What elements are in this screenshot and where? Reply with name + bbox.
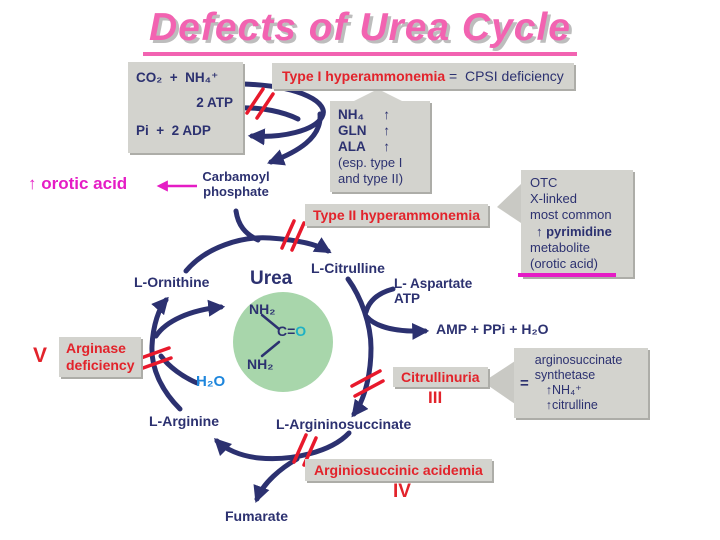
cpsi-deficiency-text: = CPSI deficiency — [445, 68, 564, 84]
type2-hyperammonemia-label: Type II hyperammonemia — [305, 204, 489, 226]
urea-circle — [233, 292, 333, 392]
type1-hyperammonemia-label: Type I hyperammonemia = CPSI deficiency — [272, 63, 574, 89]
carbamoyl-line1: Carbamoyl — [202, 169, 270, 184]
up-arrow-icon: ↑ — [545, 383, 553, 397]
arginase-line1: Arginase — [66, 340, 126, 356]
otc-callout-pointer — [497, 184, 521, 223]
carbamoyl-output-arrow — [267, 111, 323, 166]
atp-input-text: 2 ATP — [196, 95, 233, 110]
co2-nh4-text: CO₂ + NH₄⁺ — [136, 70, 219, 85]
page-title-text: Defects of Urea Cycle — [142, 6, 577, 56]
urea-bond-bottom — [260, 340, 281, 358]
citrulline-to-argininosuccinate-arc — [345, 276, 374, 418]
arginine-to-ornithine-arc — [149, 296, 183, 412]
up-arrow-icon: ↑ — [383, 123, 390, 138]
fumarate-output-arrow — [253, 456, 300, 503]
argininosuccinate-label: L-Argininosuccinate — [276, 416, 412, 432]
ornithine-to-citrulline-arc — [183, 235, 332, 274]
up-arrow-icon: ↑ — [545, 398, 553, 412]
otc-line-2: X-linked — [530, 191, 577, 207]
up-arrow-icon: ↑ — [383, 107, 390, 122]
urea-output-arrow — [153, 299, 226, 339]
synthetase-callout: = arginosuccinate synthetase ↑NH₄⁺ ↑citr… — [514, 348, 648, 418]
aspartate-feed-line — [363, 286, 396, 315]
synthetase-citrulline-text: citrulline — [552, 398, 598, 412]
orotic-acid-note: ↑ orotic acid — [28, 174, 128, 193]
type1-label-text: Type I hyperammonemia — [282, 68, 446, 84]
aspartate-label: L- Aspartate — [394, 276, 473, 291]
page-title: Defects of Urea Cycle — [0, 6, 720, 56]
carbamoyl-phosphate-label: Carbamoyl phosphate — [196, 169, 276, 199]
marker-nh4-text: NH₄ — [338, 107, 364, 122]
ornithine-label: L-Ornithine — [134, 274, 210, 290]
citrullinuria-label: Citrullinuria — [393, 367, 488, 387]
arginine-label: L-Arginine — [149, 413, 219, 429]
otc-line-1: OTC — [530, 175, 558, 190]
argininosuccinate-to-arginine-arc — [213, 430, 352, 462]
inhibition-mark-synthetase — [350, 369, 385, 398]
urea-oxygen-text: O — [295, 323, 307, 339]
water-feed-line — [158, 353, 200, 386]
synthetase-line4: ↑citrulline — [535, 398, 623, 413]
up-arrow-icon: ↑ — [383, 139, 390, 154]
fumarate-label: Fumarate — [225, 508, 289, 524]
synthetase-line2: synthetase — [534, 368, 596, 382]
urea-nh2-top: NH₂ — [249, 301, 276, 317]
marker-row-ala: ALA ↑ — [338, 139, 390, 155]
otc-line-3: most common — [530, 207, 612, 223]
roman-numeral-v: V — [33, 344, 48, 367]
roman-numeral-iii: III — [428, 388, 443, 407]
amp-output-arrow — [364, 314, 430, 340]
markers-callout-pointer — [352, 89, 404, 102]
water-label: H₂O — [196, 373, 226, 390]
synthetase-nh4-text: NH₄⁺ — [552, 383, 582, 397]
otc-line-6: (orotic acid) — [530, 256, 598, 272]
argininosuccinic-acidemia-label: Arginiosuccinic acidemia — [305, 459, 492, 481]
synthetase-callout-pointer — [483, 361, 515, 404]
inhibition-mark-arginase — [139, 346, 173, 370]
markers-note-line1: (esp. type I — [338, 155, 403, 170]
otc-line-5: metabolite — [530, 239, 590, 255]
synthetase-lines: arginosuccinate synthetase ↑NH₄⁺ ↑citrul… — [535, 353, 623, 413]
markers-note-line2: and type II) — [338, 170, 404, 186]
otc-line-4: ↑ pyrimidine — [536, 223, 612, 239]
marker-row-gln: GLN ↑ — [338, 123, 390, 139]
otc-callout: OTC X-linked most common ↑ pyrimidine me… — [521, 170, 633, 278]
urea-carbon-text: C= — [277, 323, 296, 339]
inhibition-mark-cps1 — [245, 87, 275, 120]
marker-gln-text: GLN — [338, 123, 367, 138]
substrate-box: CO₂ + NH₄⁺ 2 ATP Pi + 2 ADP — [128, 62, 243, 153]
atp-feed-line — [236, 105, 301, 122]
equals-sign: = — [520, 374, 529, 392]
synthetase-line3: ↑NH₄⁺ — [535, 383, 623, 398]
atp-label: ATP — [394, 291, 420, 306]
inhibition-mark-otc — [280, 219, 306, 252]
citrulline-label: L-Citrulline — [311, 260, 385, 276]
marker-row-nh4: NH₄ ↑ — [338, 107, 390, 123]
carbamoyl-line2: phosphate — [203, 184, 269, 199]
arginase-deficiency-label: Arginase deficiency — [59, 337, 142, 377]
urea-carbonyl-group: C=O — [277, 323, 306, 339]
urea-title-label: Urea — [250, 268, 293, 289]
urea-nh2-bottom: NH₂ — [247, 356, 274, 372]
marker-ala-text: ALA — [338, 139, 366, 154]
synthetase-line1: arginosuccinate — [534, 353, 623, 367]
arginase-line2: deficiency — [66, 357, 135, 373]
adp-output-text: Pi + 2 ADP — [136, 123, 211, 138]
urea-bond-top — [260, 313, 281, 331]
roman-numeral-iv: IV — [393, 481, 411, 502]
elevated-markers-callout: NH₄ ↑ GLN ↑ ALA ↑ (esp. type I and type … — [330, 101, 430, 192]
otc-underline — [518, 273, 616, 277]
amp-products-label: AMP + PPi + H₂O — [436, 321, 549, 337]
